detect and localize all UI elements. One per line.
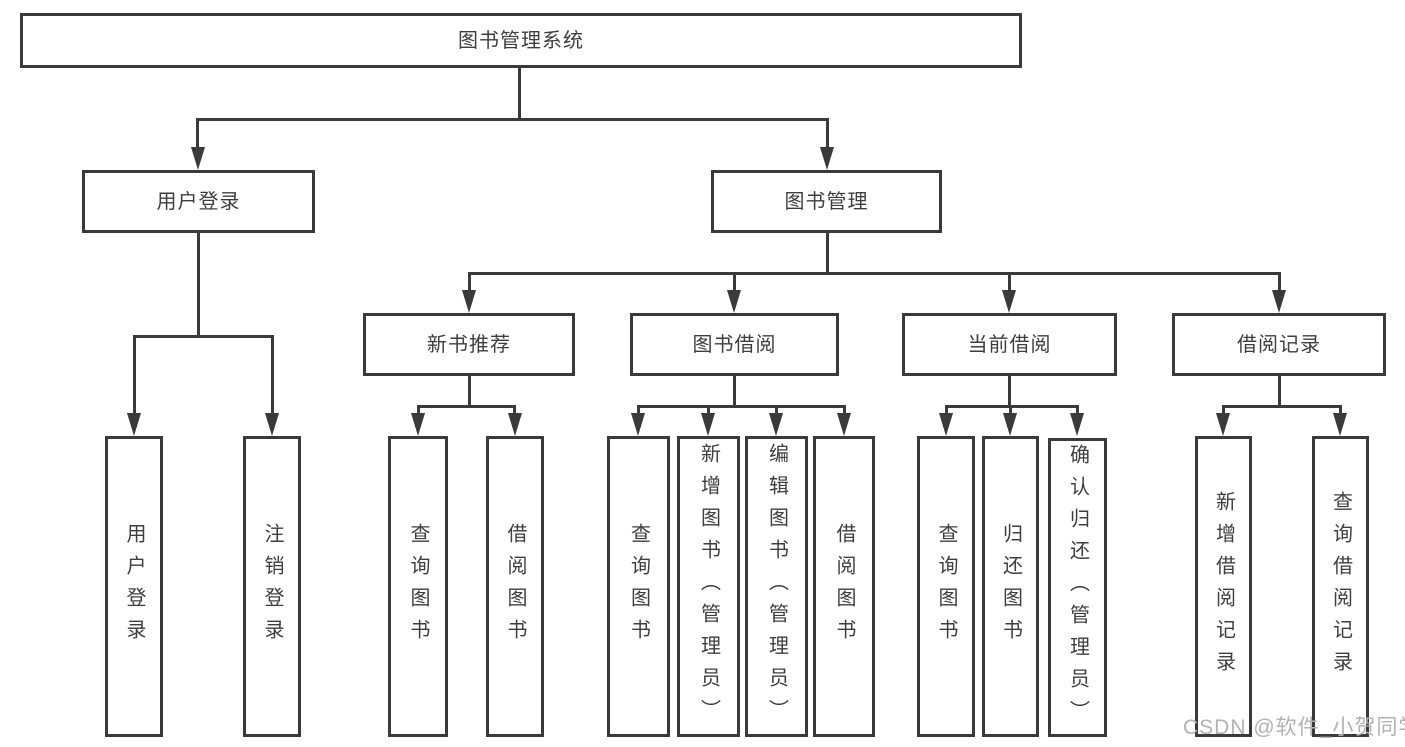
- arrowhead-down: [1333, 413, 1347, 436]
- arrowhead-down: [1070, 413, 1084, 436]
- connector-line: [468, 272, 1281, 275]
- node-bb-add-books-admin: 新增图书（管理员）: [677, 436, 740, 737]
- connector-line: [1222, 405, 1225, 416]
- node-user-login-leaf: 用户登录: [105, 436, 163, 737]
- connector-line: [271, 335, 274, 415]
- node-br-query-record: 查询借阅记录: [1312, 436, 1369, 737]
- connector-line: [733, 376, 736, 408]
- connector-line: [417, 405, 420, 416]
- node-bb-query-books: 查询图书: [607, 436, 670, 737]
- connector-line: [518, 68, 521, 121]
- connector-line: [1222, 405, 1342, 408]
- connector-line: [133, 335, 136, 415]
- connector-line: [196, 118, 829, 121]
- arrowhead-down: [837, 413, 851, 436]
- connector-line: [1008, 272, 1011, 294]
- connector-line: [637, 405, 640, 416]
- node-cb-query-books: 查询图书: [917, 436, 975, 737]
- connector-line: [1009, 405, 1012, 416]
- arrowhead-down: [508, 413, 522, 436]
- connector-line: [513, 405, 516, 416]
- arrowhead-down: [1003, 413, 1017, 436]
- node-new-book-recommend: 新书推荐: [363, 313, 575, 376]
- arrowhead-down: [411, 413, 425, 436]
- arrowhead-down: [1216, 413, 1230, 436]
- connector-line: [707, 405, 710, 416]
- arrowhead-down: [701, 413, 715, 436]
- node-cb-confirm-return-admin: 确认归还（管理员）: [1048, 438, 1107, 737]
- connector-line: [197, 233, 200, 338]
- connector-line: [1339, 405, 1342, 416]
- arrowhead-down: [462, 290, 476, 313]
- connector-line: [826, 233, 829, 275]
- arrowhead-down: [1002, 290, 1016, 313]
- node-current-borrow: 当前借阅: [902, 313, 1117, 376]
- node-bb-borrow-books: 借阅图书: [813, 436, 875, 737]
- node-root: 图书管理系统: [20, 13, 1022, 68]
- node-book-management: 图书管理: [711, 170, 942, 233]
- connector-line: [637, 405, 846, 408]
- connector-line: [775, 405, 778, 416]
- csdn-watermark: CSDN @软件_小贺同学: [1183, 716, 1405, 739]
- connector-line: [133, 335, 274, 338]
- connector-line: [1008, 376, 1011, 408]
- connector-line: [945, 405, 948, 416]
- arrowhead-down: [631, 413, 645, 436]
- arrowhead-down: [820, 147, 834, 170]
- arrowhead-down: [727, 290, 741, 313]
- node-br-add-record: 新增借阅记录: [1195, 436, 1252, 737]
- node-logout-leaf: 注销登录: [243, 436, 301, 737]
- node-borrow-records: 借阅记录: [1172, 313, 1386, 376]
- node-cb-return-books: 归还图书: [982, 436, 1039, 737]
- node-book-borrow: 图书借阅: [630, 313, 839, 376]
- arrowhead-down: [939, 413, 953, 436]
- connector-line: [417, 405, 516, 408]
- connector-line: [826, 118, 829, 150]
- connector-line: [1278, 376, 1281, 408]
- arrowhead-down: [265, 413, 279, 436]
- connector-line: [1278, 272, 1281, 294]
- connector-line: [468, 376, 471, 408]
- node-user-login: 用户登录: [82, 170, 315, 233]
- node-nbr-borrow-books: 借阅图书: [486, 436, 544, 737]
- connector-line: [196, 118, 199, 150]
- arrowhead-down: [127, 413, 141, 436]
- node-bb-edit-books-admin: 编辑图书（管理员）: [745, 436, 808, 737]
- connector-line: [733, 272, 736, 294]
- arrowhead-down: [1272, 290, 1286, 313]
- node-nbr-query-books: 查询图书: [388, 436, 448, 737]
- connector-line: [1076, 405, 1079, 416]
- connector-line: [468, 272, 471, 294]
- arrowhead-down: [769, 413, 783, 436]
- connector-line: [843, 405, 846, 416]
- arrowhead-down: [191, 147, 205, 170]
